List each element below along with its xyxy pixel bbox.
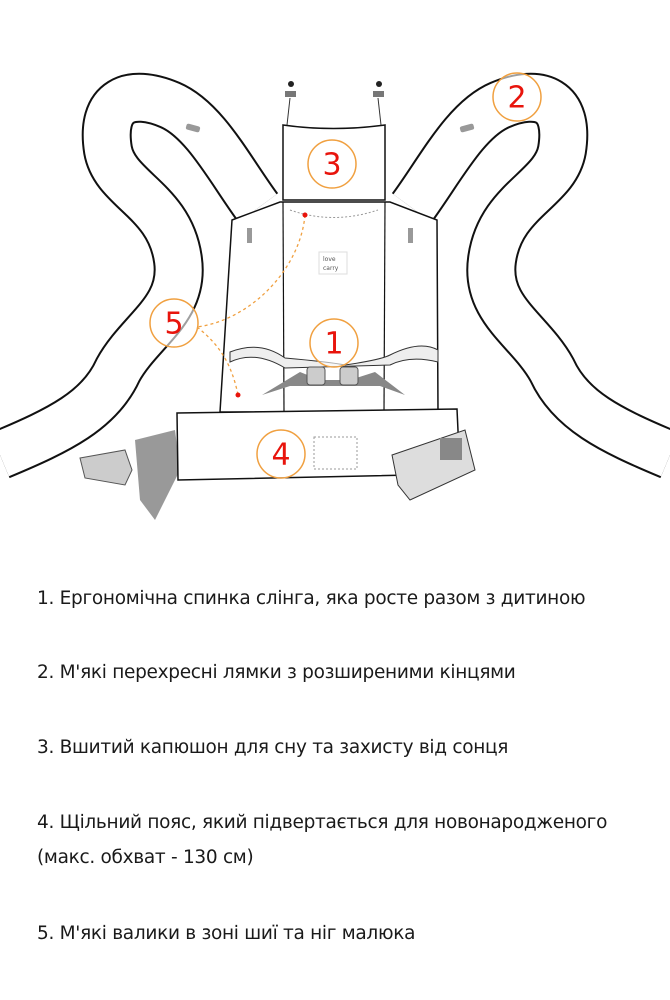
waist-belt — [79, 408, 476, 520]
baby-carrier-diagram: love carry 1 2 3 4 5 — [0, 72, 670, 520]
right-shoulder-strap — [391, 72, 670, 479]
svg-text:4: 4 — [271, 438, 290, 473]
feature-2: 2. М'які перехресні лямки з розширеними … — [37, 662, 516, 683]
feature-3: 3. Вшитий капюшон для сну та захисту від… — [37, 737, 509, 758]
feature-5: 5. М'які валики в зоні шиї та ніг малюка — [37, 923, 416, 944]
back-panel: love carry — [219, 201, 439, 413]
feature-4: 4. Щільний пояс, який підвертається для … — [37, 812, 608, 833]
marker-2: 2 — [492, 72, 542, 122]
svg-text:1: 1 — [324, 327, 343, 362]
brand-logo: love carry — [318, 251, 348, 275]
marker-4: 4 — [256, 429, 306, 479]
marker-3: 3 — [307, 139, 357, 189]
svg-text:love: love — [323, 256, 336, 263]
marker-1: 1 — [309, 318, 359, 368]
marker-5: 5 — [149, 298, 199, 348]
svg-text:3: 3 — [322, 148, 341, 183]
feature-4-note: (макс. обхват - 130 см) — [37, 847, 254, 868]
svg-text:2: 2 — [507, 81, 526, 116]
svg-text:5: 5 — [164, 307, 183, 342]
feature-1: 1. Ергономічна спинка слінга, яка росте … — [37, 588, 586, 609]
left-shoulder-strap — [0, 72, 279, 479]
svg-text:carry: carry — [323, 265, 339, 272]
